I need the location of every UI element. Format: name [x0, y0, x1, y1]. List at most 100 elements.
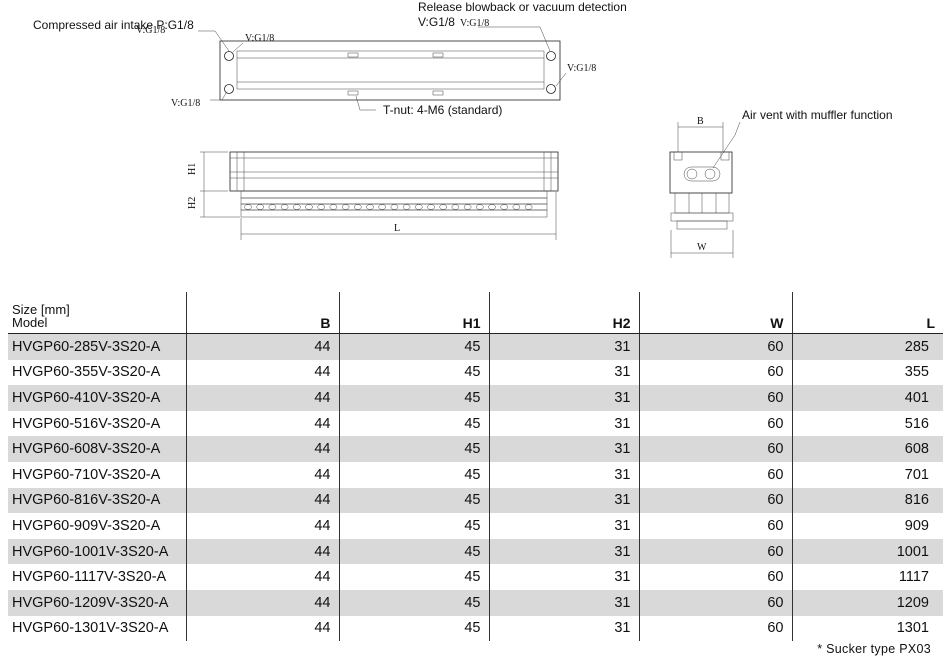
sucker-cup: [415, 204, 423, 210]
sucker-cup: [341, 204, 350, 210]
b-cell: 44: [185, 385, 339, 411]
b-cell: 44: [185, 461, 339, 488]
sucker-cup: [512, 204, 521, 210]
l-cell: 701: [791, 461, 943, 488]
w-cell: 60: [638, 385, 792, 411]
sucker-cup: [476, 204, 484, 210]
b-cell: 44: [185, 538, 339, 565]
compressed-air-intake-label: Compressed air intake P:G1/8: [33, 18, 194, 32]
column-header-l: L: [791, 292, 943, 334]
model-cell: HVGP60-285V-3S20-A: [8, 333, 186, 360]
sucker-cup: [280, 204, 289, 210]
dim-h1-label: H1: [187, 163, 198, 175]
dim-w-label: W: [697, 242, 707, 253]
sucker-cup: [500, 204, 508, 210]
h1-cell: 45: [338, 410, 489, 437]
w-cell: 60: [638, 359, 792, 386]
port-label: V:G1/8: [460, 18, 489, 29]
sucker-cup: [293, 204, 301, 210]
h1-cell: 45: [338, 538, 489, 565]
b-cell: 44: [185, 436, 339, 462]
model-header: Size [mm] Model: [8, 292, 186, 334]
h2-cell: 31: [488, 436, 639, 462]
h2-cell: 31: [488, 359, 639, 386]
h1-cell: 45: [338, 513, 489, 539]
sucker-type-note: * Sucker type PX03: [817, 642, 931, 656]
h1-cell: 45: [338, 589, 489, 616]
air-vent-label: Air vent with muffler function: [742, 108, 893, 122]
model-cell: HVGP60-410V-3S20-A: [8, 385, 186, 411]
column-header-w: W: [638, 292, 792, 334]
h2-cell: 31: [488, 615, 639, 642]
h1-cell: 45: [338, 436, 489, 462]
release-blowback-label: Release blowback or vacuum detection: [418, 0, 627, 14]
port-label: V:G1/8: [567, 63, 596, 74]
technical-drawing: Compressed air intake P:G1/8 Release blo…: [33, 0, 893, 258]
h2-cell: 31: [488, 589, 639, 616]
model-cell: HVGP60-816V-3S20-A: [8, 487, 186, 514]
b-cell: 44: [185, 410, 339, 437]
w-cell: 60: [638, 461, 792, 488]
spec-table: Size [mm] Model B H1 H2 W L HVGP60-285V-…: [8, 292, 943, 642]
sucker-cup: [427, 204, 435, 210]
h2-cell: 31: [488, 385, 639, 411]
l-cell: 516: [791, 410, 943, 437]
model-cell: HVGP60-608V-3S20-A: [8, 436, 186, 462]
w-cell: 60: [638, 564, 792, 590]
h1-cell: 45: [338, 333, 489, 360]
w-cell: 60: [638, 589, 792, 616]
h1-cell: 45: [338, 385, 489, 411]
h2-cell: 31: [488, 487, 639, 514]
b-cell: 44: [185, 359, 339, 386]
model-cell: HVGP60-355V-3S20-A: [12, 364, 161, 381]
side-view: [669, 121, 741, 258]
model-cell: HVGP60-1117V-3S20-A: [12, 569, 167, 586]
top-view: [198, 26, 567, 111]
l-cell: 608: [791, 436, 943, 462]
w-cell: 60: [638, 538, 792, 565]
b-cell: 44: [185, 333, 339, 360]
port-circle: [224, 84, 234, 94]
b-cell: 44: [185, 615, 339, 642]
sucker-cup: [256, 204, 264, 210]
sucker-cup: [268, 204, 277, 210]
h2-cell: 31: [488, 333, 639, 360]
sucker-cup: [488, 204, 496, 210]
port-label: V:G1/8: [136, 25, 165, 36]
dim-b-label: B: [697, 116, 704, 127]
dim-l-label: L: [394, 223, 400, 234]
h1-cell: 45: [338, 461, 489, 488]
h2-cell: 31: [488, 538, 639, 565]
sucker-cup: [354, 204, 362, 210]
column-header-b: B: [185, 292, 339, 334]
port-circle: [546, 51, 556, 61]
sucker-cup: [439, 204, 447, 210]
model-cell: HVGP60-1301V-3S20-A: [12, 620, 169, 637]
front-view: [200, 151, 559, 240]
column-header-h2: H2: [488, 292, 639, 334]
dim-h2-label: H2: [187, 197, 198, 209]
sucker-cup: [463, 204, 472, 210]
model-label: Model: [12, 315, 48, 330]
w-cell: 60: [638, 513, 792, 539]
l-cell: 909: [791, 513, 943, 539]
sucker-cup: [524, 204, 533, 210]
h1-cell: 45: [338, 487, 489, 514]
model-cell: HVGP60-516V-3S20-A: [12, 415, 161, 432]
sucker-cup: [451, 204, 460, 210]
sucker-cup: [390, 204, 399, 210]
l-cell: 816: [791, 487, 943, 514]
table-header-row: Size [mm] Model B H1 H2 W L: [8, 292, 943, 334]
b-cell: 44: [185, 513, 339, 539]
port-label: V:G1/8: [171, 98, 200, 109]
w-cell: 60: [638, 615, 792, 642]
model-cell: HVGP60-909V-3S20-A: [12, 517, 161, 534]
